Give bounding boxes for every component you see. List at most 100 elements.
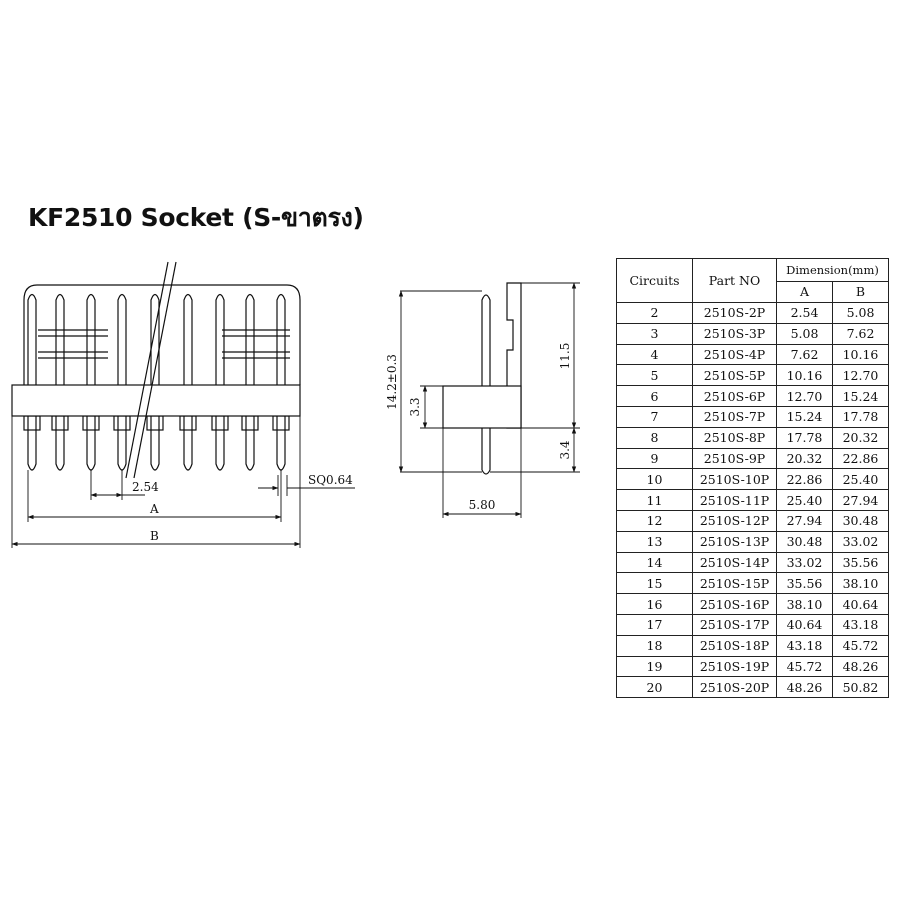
- latch-right: [222, 329, 290, 359]
- pin-upper: [245, 293, 255, 385]
- cell-circuits: 17: [616, 613, 693, 636]
- pin-lower: [86, 416, 96, 471]
- cell-dim-a: 35.56: [776, 572, 833, 595]
- pin-upper: [86, 293, 96, 385]
- pin-shoulder: [272, 415, 290, 431]
- cell-dim-a: 43.18: [776, 634, 833, 657]
- cell-dim-a: 33.02: [776, 551, 833, 574]
- cell-dim-b: 10.16: [832, 343, 889, 366]
- lower-pin-label: 3.4: [558, 440, 572, 459]
- cell-dim-a: 38.10: [776, 593, 833, 615]
- cell-circuits: 8: [616, 426, 693, 449]
- pin-lower: [276, 416, 286, 471]
- cell-dim-b: 50.82: [832, 676, 889, 699]
- cell-circuits: 12: [616, 509, 693, 532]
- pin-shoulder: [179, 415, 197, 431]
- cell-dim-a: 10.16: [776, 364, 833, 387]
- pin-shoulder: [146, 415, 164, 431]
- pin-upper: [55, 293, 65, 385]
- header-a: A: [776, 281, 833, 303]
- cell-dim-a: 27.94: [776, 509, 833, 532]
- pin-upper: [117, 293, 127, 385]
- upper-pin-label: 11.5: [558, 343, 572, 370]
- pin-upper: [276, 293, 286, 385]
- side-view: [398, 282, 580, 518]
- front-view: [11, 261, 355, 548]
- sq-label: SQ0.64: [308, 473, 353, 487]
- cell-dim-b: 25.40: [832, 468, 889, 491]
- cell-part-no: 2510S-20P: [692, 676, 777, 699]
- cell-dim-a: 45.72: [776, 655, 833, 678]
- cell-dim-a: 48.26: [776, 676, 833, 699]
- cell-dim-b: 38.10: [832, 572, 889, 595]
- cell-dim-b: 48.26: [832, 655, 889, 678]
- pin-upper: [27, 293, 37, 385]
- header-circuits: Circuits: [616, 258, 693, 303]
- pin-shoulder: [113, 415, 131, 431]
- cell-dim-a: 30.48: [776, 530, 833, 553]
- housing-height-label: 3.3: [408, 397, 422, 416]
- side-housing: [442, 385, 522, 429]
- cell-dim-a: 25.40: [776, 489, 833, 511]
- cell-circuits: 13: [616, 530, 693, 553]
- cell-dim-a: 40.64: [776, 613, 833, 636]
- housing-body: [11, 384, 301, 417]
- pin-lower: [150, 416, 160, 471]
- cell-circuits: 4: [616, 343, 693, 366]
- cell-dim-b: 33.02: [832, 530, 889, 553]
- cell-circuits: 9: [616, 447, 693, 470]
- cell-circuits: 5: [616, 364, 693, 387]
- total-height-label: 14.2±0.3: [385, 354, 399, 410]
- cell-circuits: 11: [616, 489, 693, 511]
- pin-lower: [215, 416, 225, 471]
- cell-circuits: 6: [616, 385, 693, 407]
- cell-part-no: 2510S-11P: [692, 489, 777, 511]
- cell-part-no: 2510S-8P: [692, 426, 777, 449]
- cell-circuits: 19: [616, 655, 693, 678]
- header-part-no: Part NO: [692, 258, 777, 303]
- cell-circuits: 7: [616, 405, 693, 428]
- cell-circuits: 14: [616, 551, 693, 574]
- cell-dim-b: 45.72: [832, 634, 889, 657]
- cell-dim-a: 17.78: [776, 426, 833, 449]
- cell-dim-b: 27.94: [832, 489, 889, 511]
- cell-dim-a: 20.32: [776, 447, 833, 470]
- cell-part-no: 2510S-18P: [692, 634, 777, 657]
- pin-shoulder: [211, 415, 229, 431]
- cell-circuits: 15: [616, 572, 693, 595]
- page-title: KF2510 Socket (S-ขาตรง): [28, 203, 364, 232]
- cell-part-no: 2510S-2P: [692, 302, 777, 324]
- housing-left-wall: [23, 284, 301, 385]
- cell-part-no: 2510S-19P: [692, 655, 777, 678]
- cell-dim-b: 12.70: [832, 364, 889, 387]
- pin-shoulder: [82, 415, 100, 431]
- cell-part-no: 2510S-14P: [692, 551, 777, 574]
- pin-shoulder: [241, 415, 259, 431]
- header-dimension: Dimension(mm): [776, 258, 889, 282]
- break-line: [125, 261, 177, 479]
- cell-circuits: 16: [616, 593, 693, 615]
- cell-dim-a: 2.54: [776, 302, 833, 324]
- pin-lower: [27, 416, 37, 471]
- cell-part-no: 2510S-15P: [692, 572, 777, 595]
- pin-upper: [183, 293, 193, 385]
- cell-part-no: 2510S-7P: [692, 405, 777, 428]
- cell-part-no: 2510S-16P: [692, 593, 777, 615]
- cell-dim-b: 7.62: [832, 322, 889, 345]
